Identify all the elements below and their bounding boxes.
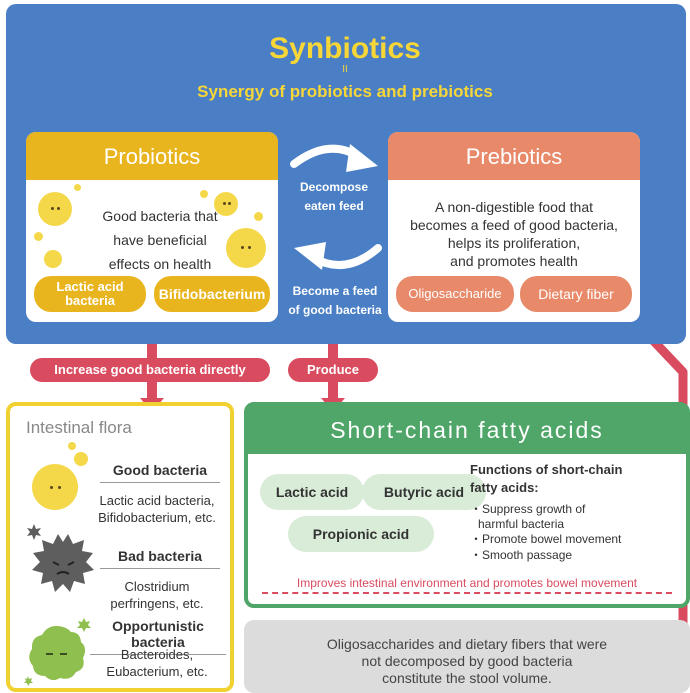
- good-bacteria-examples: Lactic acid bacteria, Bifidobacterium, e…: [98, 493, 216, 525]
- opportunistic-bacteria-icon: [24, 618, 91, 686]
- propionic-acid-pill: Propionic acid: [288, 516, 434, 552]
- prebiotics-description: A non-digestible food that becomes a fee…: [410, 199, 618, 269]
- increase-good-bacteria-label: Increase good bacteria directly: [30, 358, 270, 382]
- decompose-label: Decompose eaten feed: [299, 180, 369, 213]
- prebiotics-title: Prebiotics: [388, 132, 640, 180]
- cycle-arrow-bottom-icon: [294, 242, 382, 270]
- feed-label: Become a feed of good bacteria: [288, 284, 382, 317]
- bubble-icon: [74, 452, 88, 466]
- good-bacteria-blob-icon: [226, 228, 266, 268]
- good-bacteria-blob-icon: [214, 192, 238, 216]
- bifidobacterium-pill: Bifidobacterium: [154, 276, 270, 312]
- dietary-fiber-pill: Dietary fiber: [520, 276, 632, 312]
- bad-bacteria-name: Bad bacteria: [100, 548, 220, 569]
- oligosaccharide-pill: Oligosaccharide: [396, 276, 514, 312]
- bubble-icon: [254, 212, 263, 221]
- lactic-acid-bacteria-pill: Lactic acid bacteria: [34, 276, 146, 312]
- lactic-acid-pill: Lactic acid: [260, 474, 364, 510]
- butyric-acid-pill: Butyric acid: [362, 474, 486, 510]
- probiotics-title: Probiotics: [26, 132, 278, 180]
- dashed-divider: [262, 592, 672, 594]
- function-item: ・Promote bowel movement: [470, 532, 622, 546]
- probiotics-card: Probiotics Good bacteria that have benef…: [26, 132, 278, 322]
- good-bacteria-name: Good bacteria: [100, 462, 220, 483]
- scfa-title: Short-chain fatty acids: [248, 406, 686, 454]
- stool-volume-text: Oligosaccharides and dietary fibers that…: [326, 636, 608, 686]
- bubble-icon: [68, 442, 76, 450]
- opportunistic-bacteria-examples: Bacteroides, Eubacterium, etc.: [106, 647, 208, 679]
- bad-bacteria-examples: Clostridium perfringens, etc.: [110, 579, 204, 611]
- function-item: ・Suppress growth of harmful bacteria: [470, 502, 586, 531]
- page-subtitle: Synergy of probiotics and prebiotics: [197, 82, 493, 101]
- opportunistic-bacteria-name: Opportunistic bacteria: [90, 618, 226, 655]
- equals-sign: II: [342, 64, 348, 75]
- function-item: ・Smooth passage: [470, 548, 573, 562]
- stool-volume-box: Oligosaccharides and dietary fibers that…: [244, 620, 690, 693]
- bubble-icon: [74, 184, 81, 191]
- bubble-icon: [200, 190, 208, 198]
- short-chain-fatty-acids-box: Short-chain fatty acids Lactic acid Buty…: [244, 402, 690, 608]
- intestinal-flora-box: Intestinal flora Good bacteria Lactic ac…: [6, 402, 234, 692]
- page-title: Synbiotics: [269, 32, 421, 65]
- good-bacteria-blob-icon: [38, 192, 72, 226]
- bubble-icon: [44, 250, 62, 268]
- bad-bacteria-icon: [27, 524, 94, 592]
- good-bacteria-blob-icon: [32, 464, 78, 510]
- prebiotics-card: Prebiotics A non-digestible food that be…: [388, 132, 640, 322]
- functions-title: Functions of short-chain fatty acids:: [470, 462, 623, 495]
- produce-label: Produce: [288, 358, 378, 382]
- probiotics-description: Good bacteria that have beneficial effec…: [102, 208, 218, 272]
- bubble-icon: [34, 232, 43, 241]
- flora-title: Intestinal flora: [26, 418, 132, 437]
- scfa-note: Improves intestinal environment and prom…: [296, 576, 638, 590]
- cycle-arrow-top-icon: [290, 144, 378, 172]
